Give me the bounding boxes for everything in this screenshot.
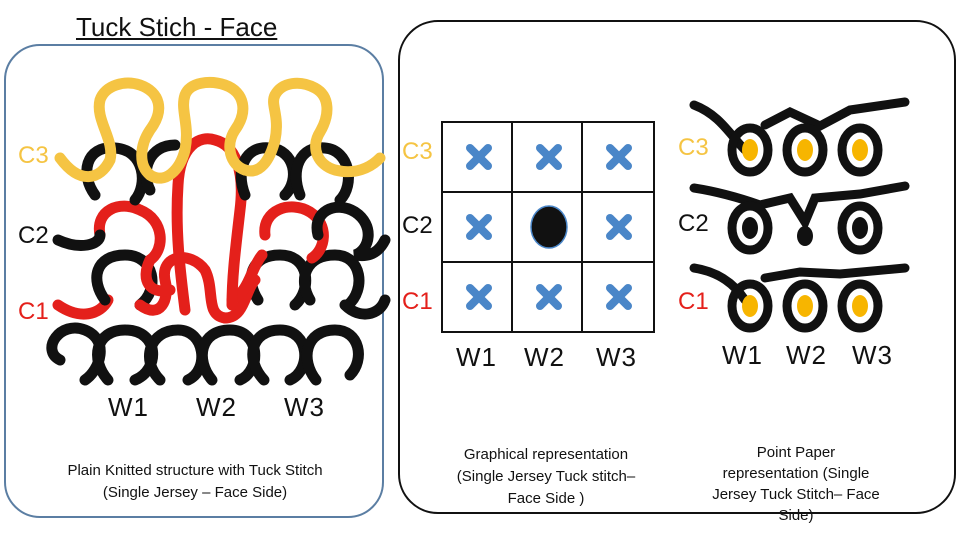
- point-yarn-c3: [760, 97, 910, 132]
- point-caption: Point Paper representation (Single Jerse…: [700, 442, 892, 526]
- point-knit-dot: [742, 139, 758, 161]
- point-knit-dot: [742, 217, 758, 239]
- left-caption: Plain Knitted structure with Tuck Stitch…: [36, 460, 354, 504]
- knit-loop-c1: [298, 249, 365, 311]
- graph-wale-w1: W1: [456, 342, 497, 372]
- point-yarn-c3: [689, 100, 750, 155]
- graph-course-c3: C3: [402, 138, 433, 165]
- graph-caption: Graphical representation (Single Jersey …: [438, 444, 654, 510]
- knit-loop-c2: [52, 229, 106, 251]
- point-wale-w2: W2: [786, 340, 827, 370]
- yarn-loop-top: [239, 77, 386, 178]
- grid-cross-mark: [466, 144, 492, 170]
- grid-cross-mark: [536, 284, 562, 310]
- point-loop-c3: [727, 123, 773, 177]
- graph-caption-line: Graphical representation: [463, 446, 629, 463]
- knit-loop-bottom: [301, 324, 364, 386]
- wale-label-w2: W2: [196, 392, 237, 422]
- yarn-loop-top: [144, 77, 251, 184]
- grid-cross-mark: [606, 214, 632, 240]
- grid-cross-mark: [536, 144, 562, 170]
- knit-loop-c2: [93, 200, 166, 266]
- left-caption-line: Plain Knitted structure with Tuck Stitch: [67, 462, 323, 479]
- point-loop-c3: [782, 123, 828, 177]
- point-knit-dot: [852, 139, 868, 161]
- wale-label-w3: W3: [284, 392, 325, 422]
- knit-loop-c3: [140, 139, 181, 196]
- point-wale-w3: W3: [852, 340, 893, 370]
- grid-cross-mark: [466, 214, 492, 240]
- point-wale-w1: W1: [722, 340, 763, 370]
- grid-cross-mark: [466, 284, 492, 310]
- knit-loop-c2: [311, 201, 391, 262]
- point-knit-dot: [742, 295, 758, 317]
- point-caption-line: Point Paper: [756, 444, 836, 461]
- point-loop-c1: [782, 279, 828, 333]
- left-panel: [4, 44, 384, 518]
- point-yarn-c2: [689, 181, 910, 232]
- graph-course-c2: C2: [402, 212, 433, 239]
- course-label-c1: C1: [18, 298, 49, 325]
- yarn-loop-top: [54, 77, 165, 183]
- grid-border: [441, 121, 655, 333]
- grid-tuck-dot: [530, 205, 568, 249]
- knit-loop-c2: [259, 201, 329, 264]
- graph-wale-w2: W2: [524, 342, 565, 372]
- point-course-c3: C3: [678, 134, 709, 161]
- grid-cross-mark: [606, 144, 632, 170]
- knit-loop-c1: [339, 294, 391, 320]
- course-label-c3: C3: [18, 142, 49, 169]
- tuck-loop: [171, 133, 247, 316]
- page-title: Tuck Stich - Face: [76, 12, 278, 42]
- knit-loop-c2: [140, 254, 176, 297]
- knit-loop-c3: [290, 142, 354, 206]
- point-tuck-dot: [797, 226, 813, 246]
- point-caption-line: representation (Single: [722, 465, 870, 482]
- left-caption-line: (Single Jersey – Face Side): [102, 484, 288, 501]
- grid-cross-mark: [606, 284, 632, 310]
- point-loop-c1: [727, 279, 773, 333]
- course-label-c2: C2: [18, 222, 49, 249]
- point-yarn-c1: [689, 263, 750, 305]
- graph-caption-line: (Single Jersey Tuck stitch–: [456, 468, 636, 485]
- wale-label-w1: W1: [108, 392, 149, 422]
- point-knit-dot: [797, 295, 813, 317]
- point-knit-dot: [852, 217, 868, 239]
- point-caption-line: Side): [778, 507, 814, 524]
- point-loop-c3: [837, 123, 883, 177]
- point-knit-dot: [797, 139, 813, 161]
- point-loop-c1: [837, 279, 883, 333]
- point-course-c2: C2: [678, 210, 709, 237]
- graph-caption-line: Face Side ): [507, 490, 585, 507]
- right-panel: [398, 20, 956, 514]
- point-course-c1: C1: [678, 288, 709, 315]
- graph-course-c1: C1: [402, 288, 433, 315]
- point-loop-c2: [837, 201, 883, 255]
- graph-wale-w3: W3: [596, 342, 637, 372]
- point-caption-line: Jersey Tuck Stitch– Face: [712, 486, 880, 503]
- point-knit-dot: [852, 295, 868, 317]
- point-loop-c2: [727, 201, 773, 255]
- point-yarn-c1: [760, 263, 910, 283]
